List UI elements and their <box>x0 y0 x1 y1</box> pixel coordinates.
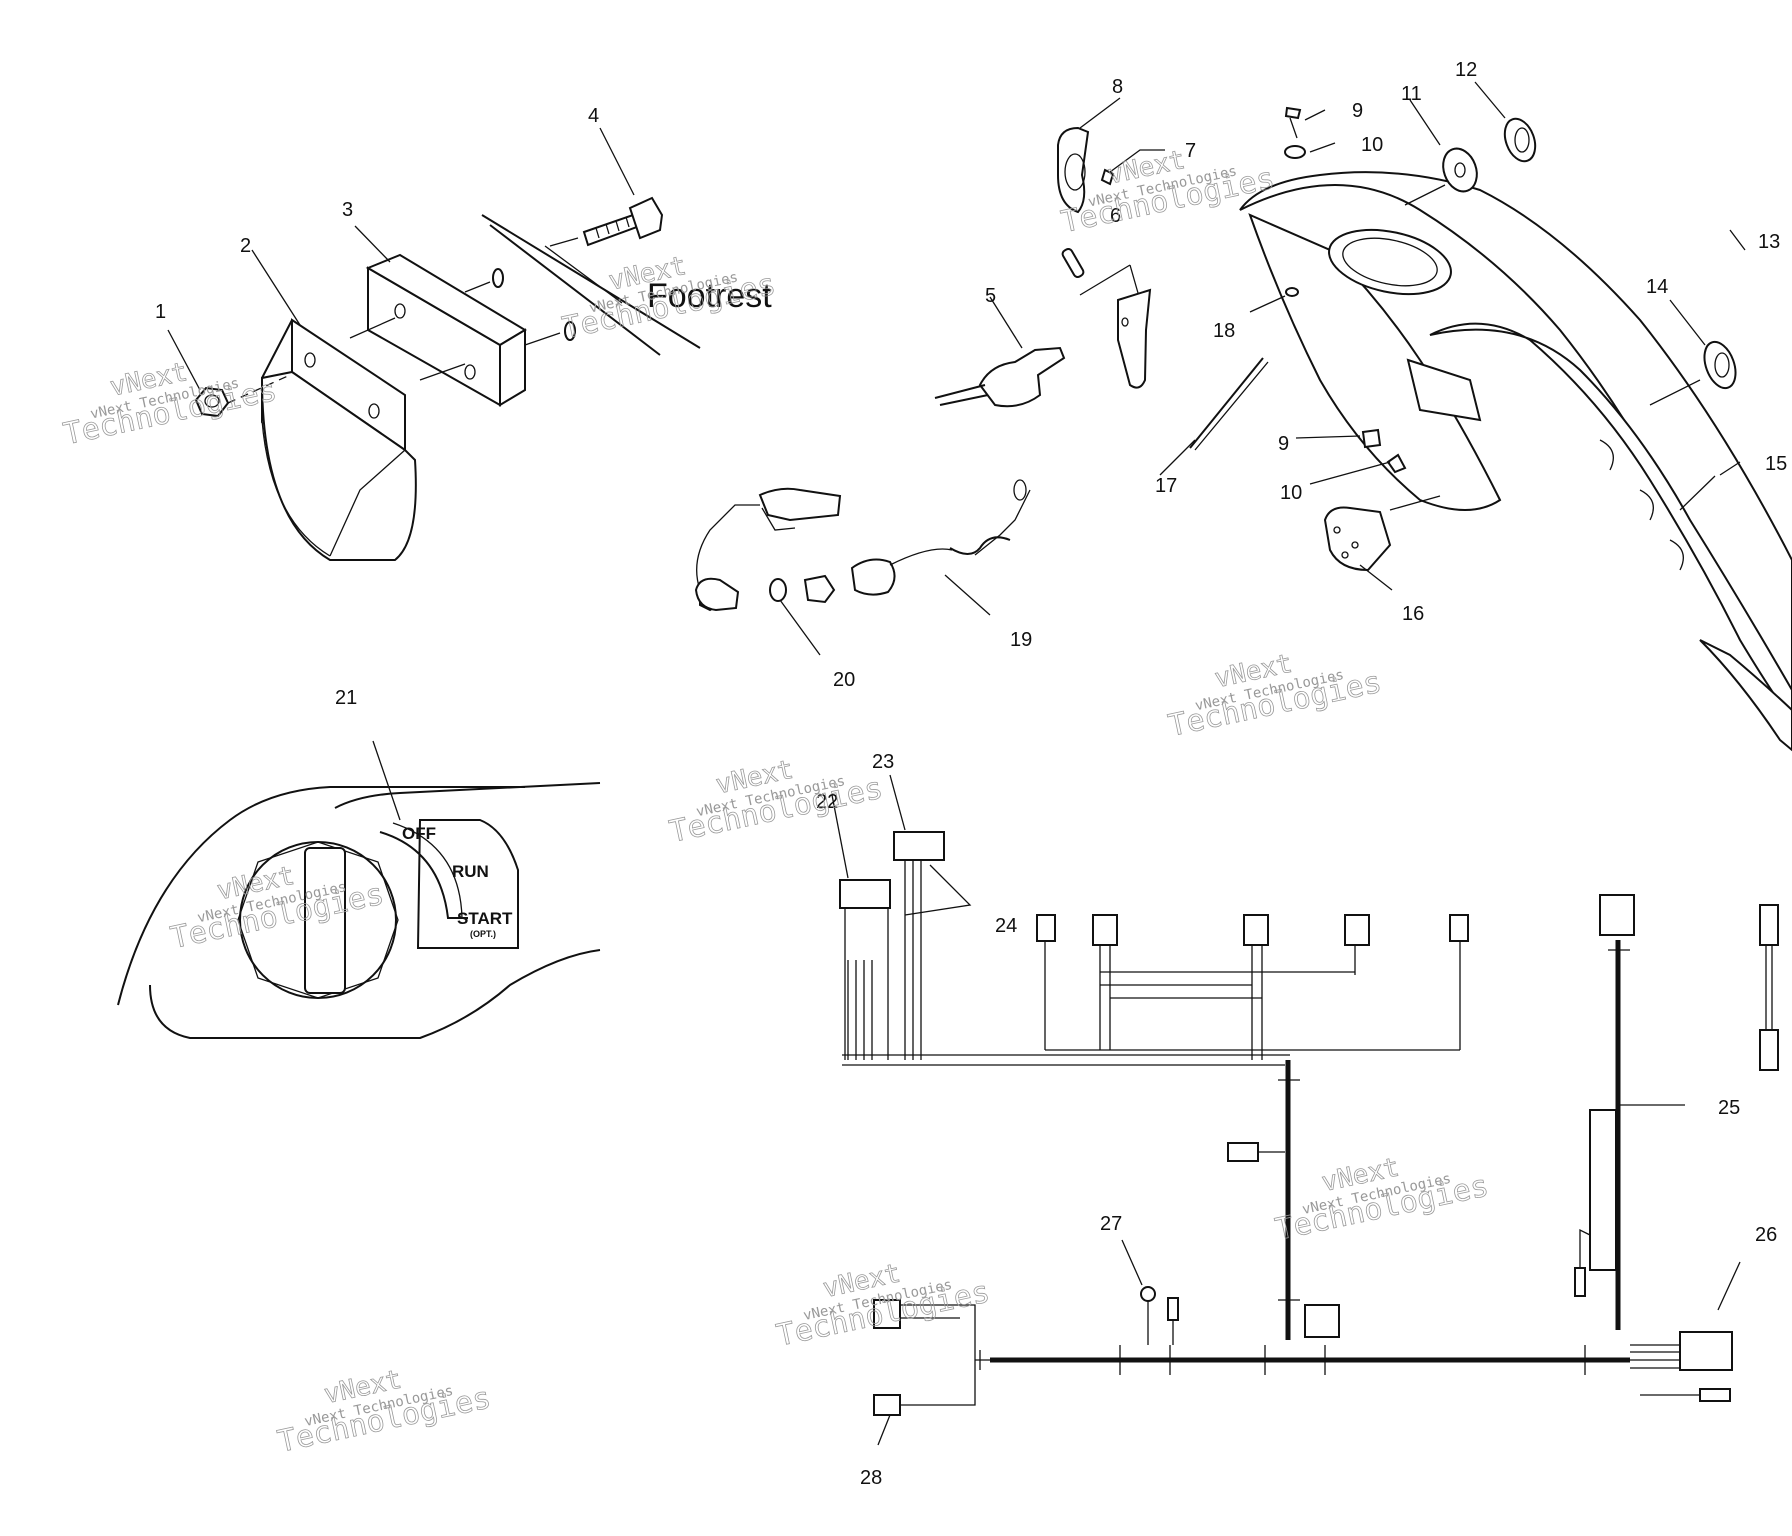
switch-parts <box>934 81 1746 591</box>
callout-22: 22 <box>816 791 838 813</box>
callout-28: 28 <box>860 1467 882 1489</box>
callout-16: 16 <box>1402 603 1424 625</box>
callout-7: 7 <box>1185 140 1196 162</box>
callout-18: 18 <box>1213 320 1235 342</box>
callout-10b: 10 <box>1280 482 1302 504</box>
watermark-5: vNext Technologies vNext Technologies <box>666 754 886 850</box>
callout-17: 17 <box>1155 475 1177 497</box>
callout-12: 12 <box>1455 59 1477 81</box>
callout-1: 1 <box>155 301 166 323</box>
callout-24: 24 <box>995 915 1017 937</box>
callout-2: 2 <box>240 235 251 257</box>
callout-13: 13 <box>1758 231 1780 253</box>
callout-21: 21 <box>335 687 357 709</box>
wiring-harness <box>831 774 1779 1446</box>
dial-run-label: RUN <box>452 862 489 881</box>
callout-3: 3 <box>342 199 353 221</box>
callout-26: 26 <box>1755 1224 1777 1246</box>
callout-15: 15 <box>1765 453 1787 475</box>
callout-numbers: 1 2 3 4 5 6 7 8 9 10 11 12 13 14 15 16 1… <box>155 59 1787 1489</box>
callout-25: 25 <box>1718 1097 1740 1119</box>
watermark-8: vNext Technologies vNext Technologies <box>773 1258 993 1354</box>
callout-20: 20 <box>833 669 855 691</box>
callout-19: 19 <box>1010 629 1032 651</box>
watermark-2: vNext Technologies vNext Technologies <box>559 251 779 347</box>
watermark-6: vNext Technologies vNext Technologies <box>1165 648 1385 744</box>
ignition-dial-labels: OFF RUN START (OPT.) <box>402 824 513 939</box>
callout-10a: 10 <box>1361 134 1383 156</box>
watermarks: vNext Technologies vNext Technologies vN… <box>60 145 1492 1461</box>
callout-14: 14 <box>1646 276 1668 298</box>
callout-8: 8 <box>1112 76 1123 98</box>
console-housing <box>1239 171 1792 752</box>
watermark-9: vNext Technologies vNext Technologies <box>1272 1152 1492 1248</box>
callout-9a: 9 <box>1352 100 1363 122</box>
callout-6: 6 <box>1110 205 1121 227</box>
callout-4: 4 <box>588 105 599 127</box>
callout-5: 5 <box>985 285 996 307</box>
callout-11: 11 <box>1401 83 1422 105</box>
callout-27: 27 <box>1100 1213 1122 1235</box>
ignition-switch-panel <box>117 740 601 1039</box>
callout-9b: 9 <box>1278 433 1289 455</box>
dial-off-label: OFF <box>402 824 436 843</box>
watermark-7: vNext Technologies vNext Technologies <box>274 1364 494 1460</box>
dial-opt-label: (OPT.) <box>470 929 496 939</box>
watermark-1: vNext Technologies vNext Technologies <box>60 357 280 453</box>
dial-start-label: START <box>457 909 513 928</box>
footrest-assembly <box>167 127 701 561</box>
tether-switch <box>694 479 1031 656</box>
footrest-label: Footrest <box>647 277 772 315</box>
callout-23: 23 <box>872 751 894 773</box>
